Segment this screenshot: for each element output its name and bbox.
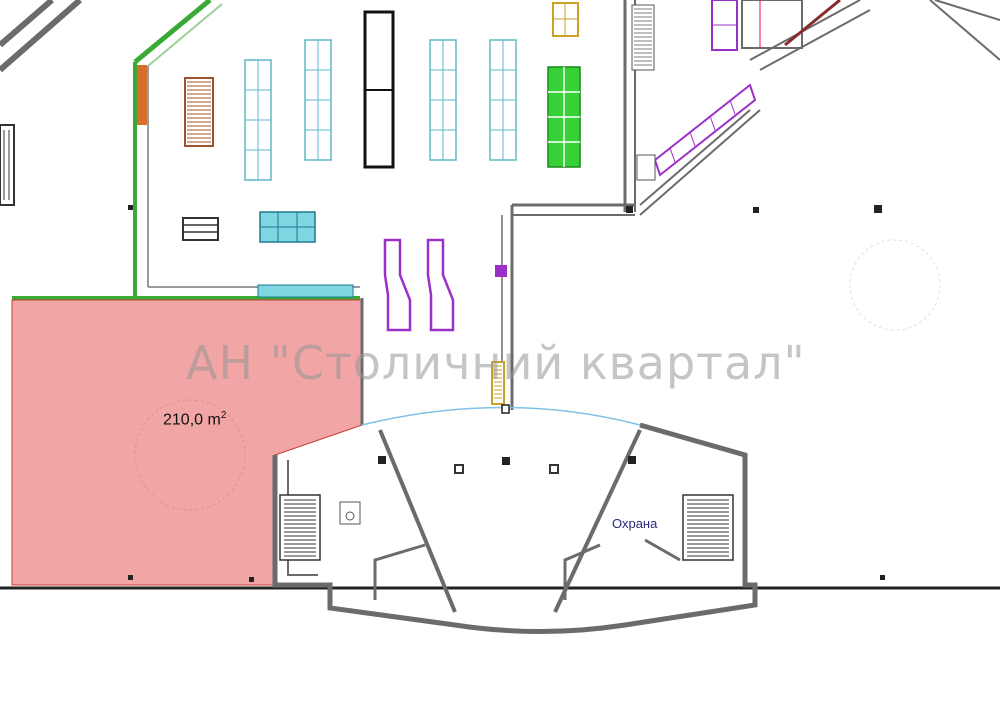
- security-room-label: Охрана: [612, 516, 658, 531]
- green-fixture: [547, 66, 581, 168]
- top-right-rooms: [631, 0, 841, 181]
- structural-columns: [128, 205, 885, 582]
- teal-cluster: [257, 211, 354, 298]
- stairs-left: [279, 494, 361, 561]
- interior-walls: [360, 0, 871, 425]
- outer-walls: [0, 0, 1000, 590]
- dark-fixture: [182, 217, 219, 241]
- shelf-unit: [304, 39, 332, 161]
- brown-fixture: [184, 77, 214, 147]
- shelving-fixtures: [244, 39, 517, 181]
- shelf-unit: [429, 39, 457, 161]
- shelf-unit: [489, 39, 517, 161]
- stairs-right: [682, 494, 734, 561]
- purple-counters: [383, 0, 757, 332]
- area-label: 210,0 m2: [163, 410, 227, 429]
- yellow-fixtures: [491, 2, 579, 405]
- shelf-unit: [244, 59, 272, 181]
- watermark: АН "Столичний квартал": [186, 336, 806, 390]
